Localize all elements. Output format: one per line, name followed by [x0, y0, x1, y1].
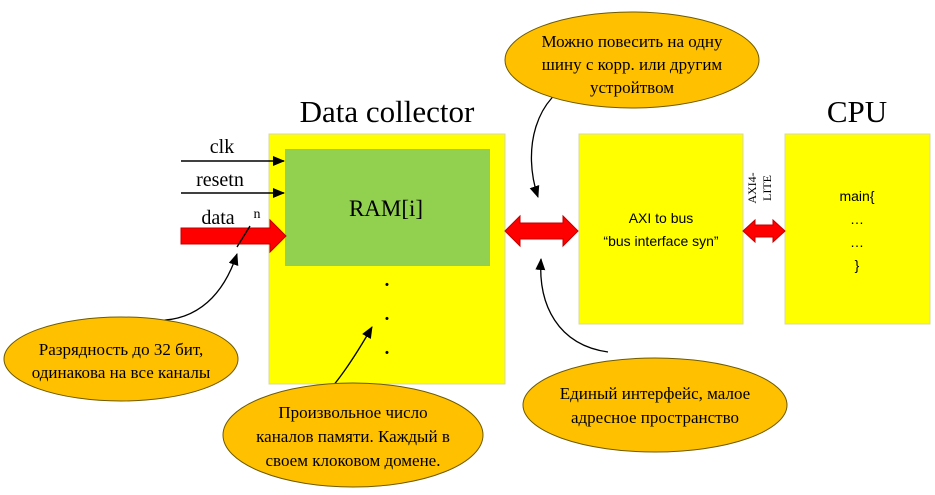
interface-callout: [522, 357, 788, 453]
bus-width-label: n: [254, 207, 261, 222]
width-callout-line2: одинакова на все каналы: [32, 363, 211, 382]
ram-block: [285, 149, 490, 266]
channels-callout: [222, 382, 484, 488]
cpu-code-line3: …: [850, 234, 864, 250]
cpu-code-line1: main{: [839, 188, 874, 204]
dc-axi-bus-arrow: [504, 214, 579, 248]
cpu-block: [784, 133, 931, 325]
axi-label-line1: AXI to bus: [629, 210, 694, 226]
axi-cpu-bus-arrow: [742, 218, 786, 244]
interface-callout-line1: Единый интерфейс, малое: [560, 384, 750, 403]
top-callout: [504, 11, 760, 109]
width-callout-pointer: [146, 253, 239, 322]
ram-label: RAM[i]: [349, 196, 423, 221]
clk-label: clk: [210, 136, 234, 158]
bus-width-slash: [236, 225, 251, 248]
cpu-code-line2: …: [850, 211, 864, 227]
dot-2: ·: [383, 304, 392, 333]
dot-3: ·: [383, 338, 392, 367]
channels-callout-line1: Произвольное число: [278, 403, 427, 422]
width-callout: [3, 316, 239, 402]
interface-callout-line2: адресное пространство: [571, 408, 739, 427]
cpu-title: CPU: [827, 94, 887, 129]
data-bus-arrow: [180, 218, 287, 254]
data-collector-title: Data collector: [300, 94, 475, 129]
axi-block: [578, 133, 744, 325]
top-callout-line3: устройтвом: [590, 78, 674, 97]
width-callout-line1: Разрядность до 32 бит,: [39, 340, 203, 359]
dot-1: ·: [383, 270, 392, 299]
axi4-lite-label-1: AXI4-: [745, 172, 759, 203]
axi4-lite-label-2: LITE: [760, 175, 774, 201]
channels-callout-line2: каналов памяти. Каждый в: [256, 427, 450, 446]
data-label: data: [201, 207, 234, 229]
channels-callout-line3: своем клоковом домене.: [266, 451, 441, 470]
axi-label-line2: “bus interface syn”: [603, 233, 718, 249]
interface-callout-pointer: [535, 258, 609, 353]
cpu-code-line4: }: [855, 257, 860, 273]
resetn-label: resetn: [196, 169, 244, 191]
top-callout-line1: Можно повесить на одну: [541, 32, 723, 51]
top-callout-line2: шину с корр. или другим: [542, 55, 723, 74]
